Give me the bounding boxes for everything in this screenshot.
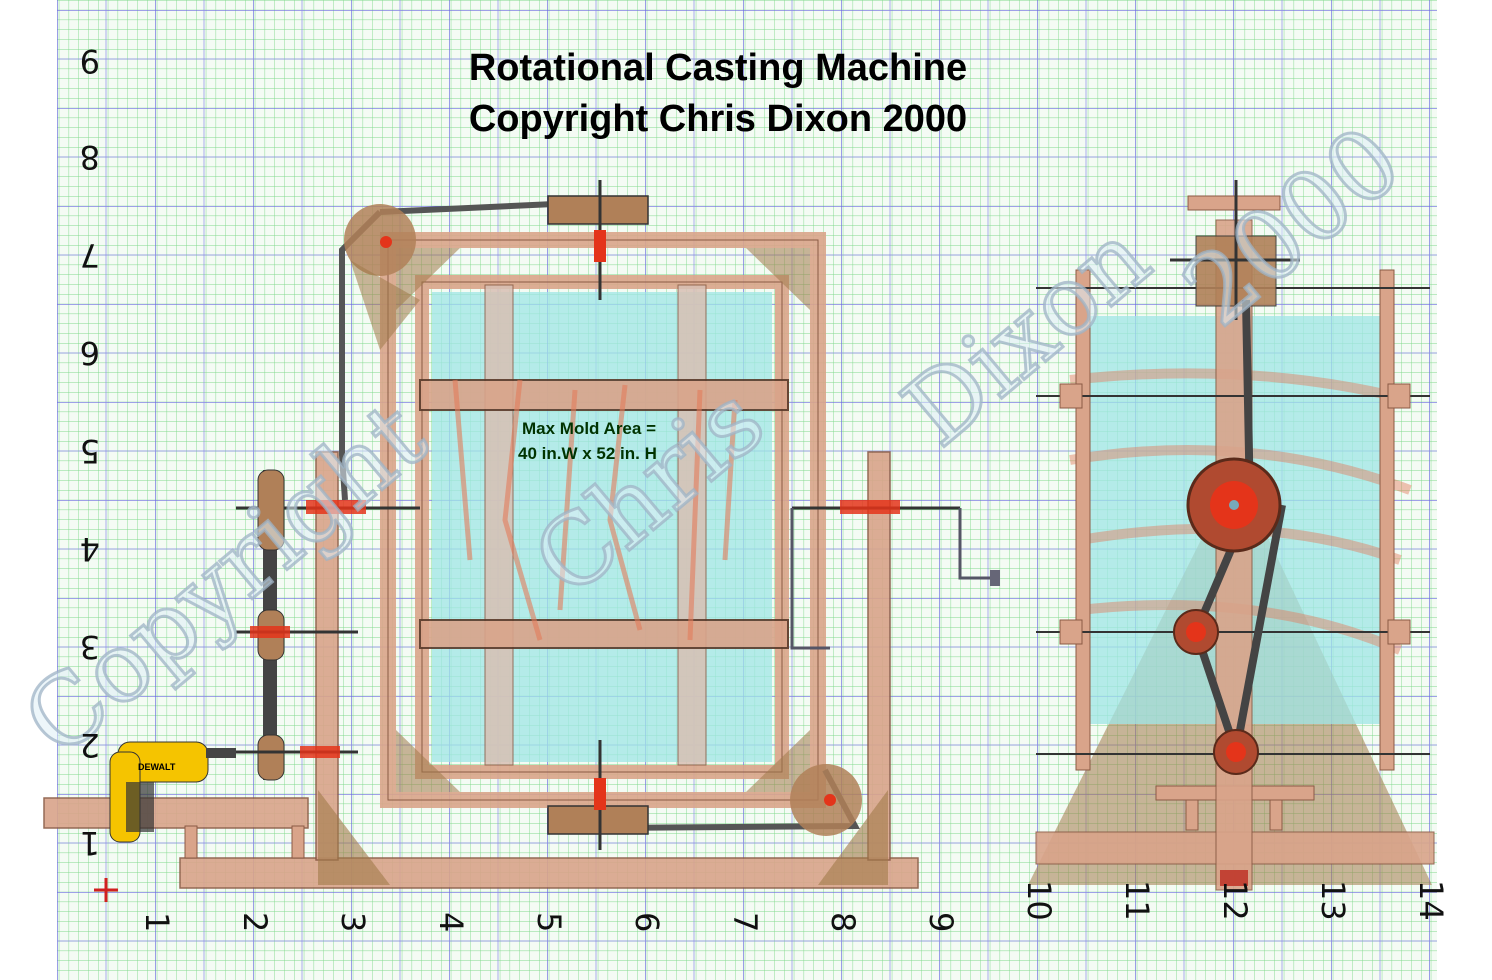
front-view: DEWALT Max Mold Area = 40 in.W x 52 in. … bbox=[43, 180, 1000, 889]
left-axis: 9 8 7 6 5 4 3 2 1 bbox=[80, 42, 100, 862]
max-mold-area-label: Max Mold Area = bbox=[522, 419, 656, 438]
bottom-axis-label-9: 9 bbox=[922, 912, 960, 932]
left-axis-label-5: 5 bbox=[80, 432, 100, 470]
bottom-axis-label-2: 2 bbox=[236, 912, 274, 932]
left-axis-label-2: 2 bbox=[80, 726, 100, 764]
left-axis-label-1: 1 bbox=[80, 824, 100, 862]
bottom-axis-label-5: 5 bbox=[530, 912, 568, 932]
bottom-axis-label-8: 8 bbox=[824, 912, 862, 932]
left-axis-label-8: 8 bbox=[80, 138, 100, 176]
diagram-copyright-line: Copyright Chris Dixon 2000 bbox=[469, 98, 967, 140]
origin-plus-icon bbox=[94, 878, 118, 902]
drill-shelf bbox=[43, 797, 309, 829]
bottom-axis-label-6: 6 bbox=[628, 912, 666, 932]
left-axis-label-9: 9 bbox=[80, 42, 100, 80]
max-mold-area-dimensions: 40 in.W x 52 in. H bbox=[518, 444, 657, 463]
base-rail bbox=[179, 857, 919, 889]
bottom-axis-label-11: 11 bbox=[1118, 880, 1156, 921]
diagram-title: Rotational Casting Machine bbox=[469, 47, 967, 89]
drill-icon: DEWALT bbox=[109, 741, 236, 843]
left-axis-label-6: 6 bbox=[80, 334, 100, 372]
left-axis-label-4: 4 bbox=[80, 530, 100, 568]
bottom-axis-label-14: 14 bbox=[1412, 880, 1450, 921]
left-axis-label-3: 3 bbox=[80, 628, 100, 666]
drill-brand-label: DEWALT bbox=[138, 762, 176, 772]
bottom-axis-label-1: 1 bbox=[138, 912, 176, 932]
top-left-pulley bbox=[344, 204, 416, 276]
bottom-axis-label-10: 10 bbox=[1020, 880, 1058, 921]
bottom-axis-label-3: 3 bbox=[334, 912, 372, 932]
bottom-axis-label-7: 7 bbox=[726, 912, 764, 932]
left-axis-label-7: 7 bbox=[80, 236, 100, 274]
bottom-axis-label-13: 13 bbox=[1314, 880, 1352, 921]
side-view bbox=[1028, 180, 1435, 891]
bottom-axis: 1 2 3 4 5 6 7 8 9 10 11 12 13 14 bbox=[138, 880, 1450, 932]
bottom-axis-label-12: 12 bbox=[1216, 880, 1254, 921]
bottom-axis-label-4: 4 bbox=[432, 912, 470, 932]
